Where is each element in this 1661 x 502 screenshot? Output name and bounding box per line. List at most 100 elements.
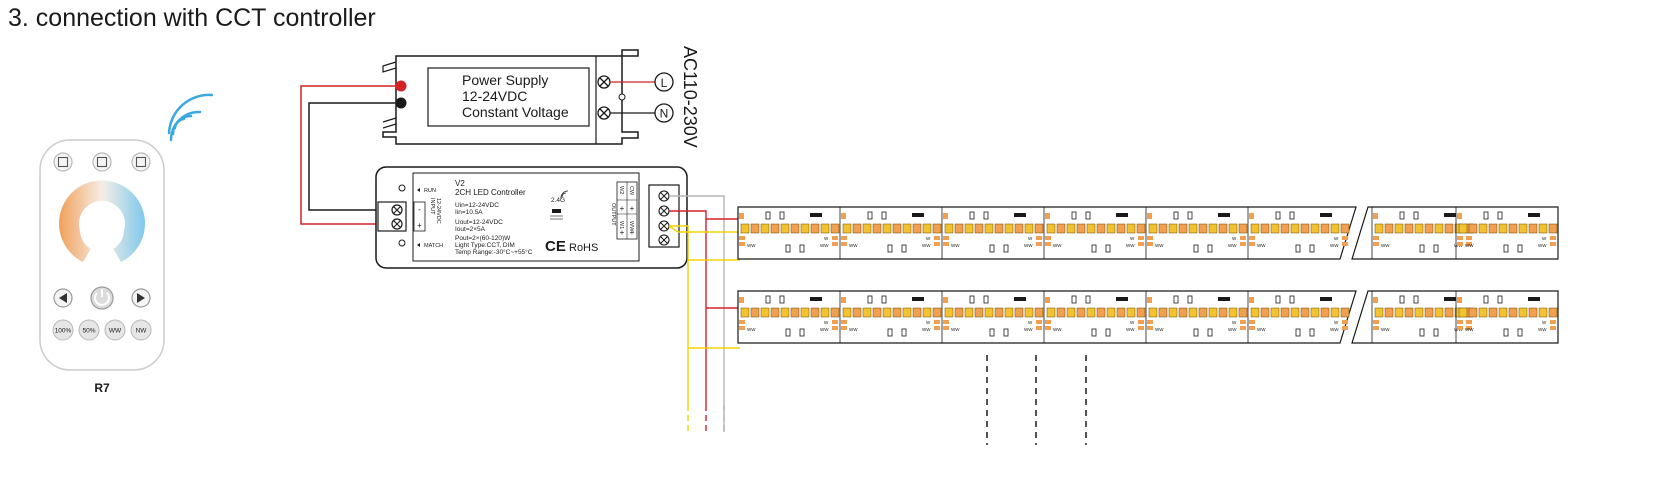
led-chip — [1290, 223, 1300, 234]
led-chip — [750, 223, 760, 234]
dc-positive-wire — [300, 85, 401, 225]
remote-r7: 100% 50% WW NW R7 — [39, 93, 214, 395]
svg-text:+: + — [620, 204, 625, 213]
strip-ww-label: WW — [820, 327, 829, 332]
led-chip — [1136, 307, 1146, 318]
led-chip — [1014, 223, 1024, 234]
led-chip — [922, 223, 932, 234]
led-chip — [1046, 307, 1056, 318]
remote-preset-nw[interactable]: NW — [130, 319, 152, 341]
resistor — [810, 213, 822, 217]
led-chip — [1086, 223, 1096, 234]
led-chip — [760, 223, 770, 234]
remote-model-label: R7 — [94, 381, 110, 395]
led-chip — [1478, 223, 1488, 234]
solder-pad — [1045, 297, 1050, 303]
strip-w-label: W — [1334, 320, 1339, 325]
led-chip — [1374, 307, 1384, 318]
remote-preset-ww[interactable]: WW — [104, 319, 126, 341]
led-chip — [1158, 307, 1168, 318]
led-chip — [750, 307, 760, 318]
strip-w-label: W — [824, 320, 829, 325]
ce-mark: CE — [545, 238, 566, 255]
led-chip — [1126, 307, 1136, 318]
strip-ww-label: WW — [1465, 327, 1474, 332]
strip-w-label: W — [1542, 320, 1547, 325]
remote-save-button-1[interactable] — [53, 152, 73, 172]
led-chip — [1228, 307, 1238, 318]
solder-pad — [1373, 297, 1378, 303]
remote-right-button[interactable] — [131, 288, 151, 308]
match-label: MATCH — [424, 243, 443, 249]
remote-preset-50[interactable]: 50% — [78, 319, 100, 341]
led-chip — [1168, 223, 1178, 234]
rohs-label: RoHS — [569, 242, 598, 254]
remote-left-button[interactable] — [53, 288, 73, 308]
led-chip — [770, 307, 780, 318]
live-terminal — [654, 72, 674, 92]
resistor — [1014, 297, 1026, 301]
remote-preset-100[interactable]: 100% — [52, 319, 74, 341]
led-chip — [1116, 307, 1126, 318]
color-temperature-wheel[interactable] — [58, 180, 145, 262]
led-chip — [1188, 307, 1198, 318]
strip-w-label: W — [1232, 320, 1237, 325]
strip-ww-label: WW — [1228, 327, 1237, 332]
resistor — [1320, 213, 1332, 217]
save-icon — [135, 156, 147, 168]
led-chip — [862, 307, 872, 318]
psu-ac-terminal-l — [597, 75, 611, 89]
svg-text:+: + — [630, 204, 635, 213]
led-chip — [1076, 223, 1086, 234]
led-chip — [770, 223, 780, 234]
led-chip — [800, 223, 810, 234]
svg-text:+: + — [620, 228, 625, 237]
svg-text:NW: NW — [136, 328, 148, 335]
remote-save-button-3[interactable] — [131, 152, 151, 172]
solder-pad — [943, 297, 948, 303]
led-chip — [1106, 223, 1116, 234]
led-chip — [1250, 307, 1260, 318]
led-chip — [1394, 223, 1404, 234]
spec-iout: Iout=2×5A — [455, 226, 486, 233]
svg-text:2.4G: 2.4G — [551, 197, 565, 204]
strip-ww-label: WW — [1538, 243, 1547, 248]
strip-ww-label: WW — [1381, 243, 1390, 248]
strip-ww-label: WW — [1155, 327, 1164, 332]
resistor — [1218, 297, 1230, 301]
resistor — [1528, 297, 1540, 301]
led-chip — [1330, 307, 1340, 318]
led-chip — [912, 223, 922, 234]
led-chip — [892, 307, 902, 318]
led-chip — [1374, 223, 1384, 234]
controller-name: 2CH LED Controller — [455, 188, 526, 197]
led-chip — [1136, 223, 1146, 234]
led-chip — [790, 307, 800, 318]
led-chip — [1414, 223, 1424, 234]
strip-w-label: W — [1028, 236, 1033, 241]
led-chip — [1330, 223, 1340, 234]
led-chip — [1004, 307, 1014, 318]
led-chip — [994, 307, 1004, 318]
led-chip — [1538, 307, 1548, 318]
remote-power-button[interactable] — [90, 286, 114, 310]
svg-text:WW: WW — [109, 328, 122, 335]
led-chip — [1468, 223, 1478, 234]
channel-w2: W2 — [618, 186, 624, 194]
remote-save-button-2[interactable] — [92, 152, 112, 172]
strip-w-label: W — [1334, 236, 1339, 241]
led-chip — [790, 223, 800, 234]
strip-ww-label: WW — [1053, 327, 1062, 332]
strip-ww-label: WW — [1155, 243, 1164, 248]
resistor — [1444, 297, 1456, 301]
led-chip — [1034, 223, 1044, 234]
led-chip — [1498, 307, 1508, 318]
led-chip — [944, 223, 954, 234]
svg-text:-: - — [418, 205, 421, 214]
led-chip — [1310, 307, 1320, 318]
led-chip — [1066, 223, 1076, 234]
strip-ww-label: WW — [1126, 243, 1135, 248]
strip-w-label: W — [1232, 236, 1237, 241]
